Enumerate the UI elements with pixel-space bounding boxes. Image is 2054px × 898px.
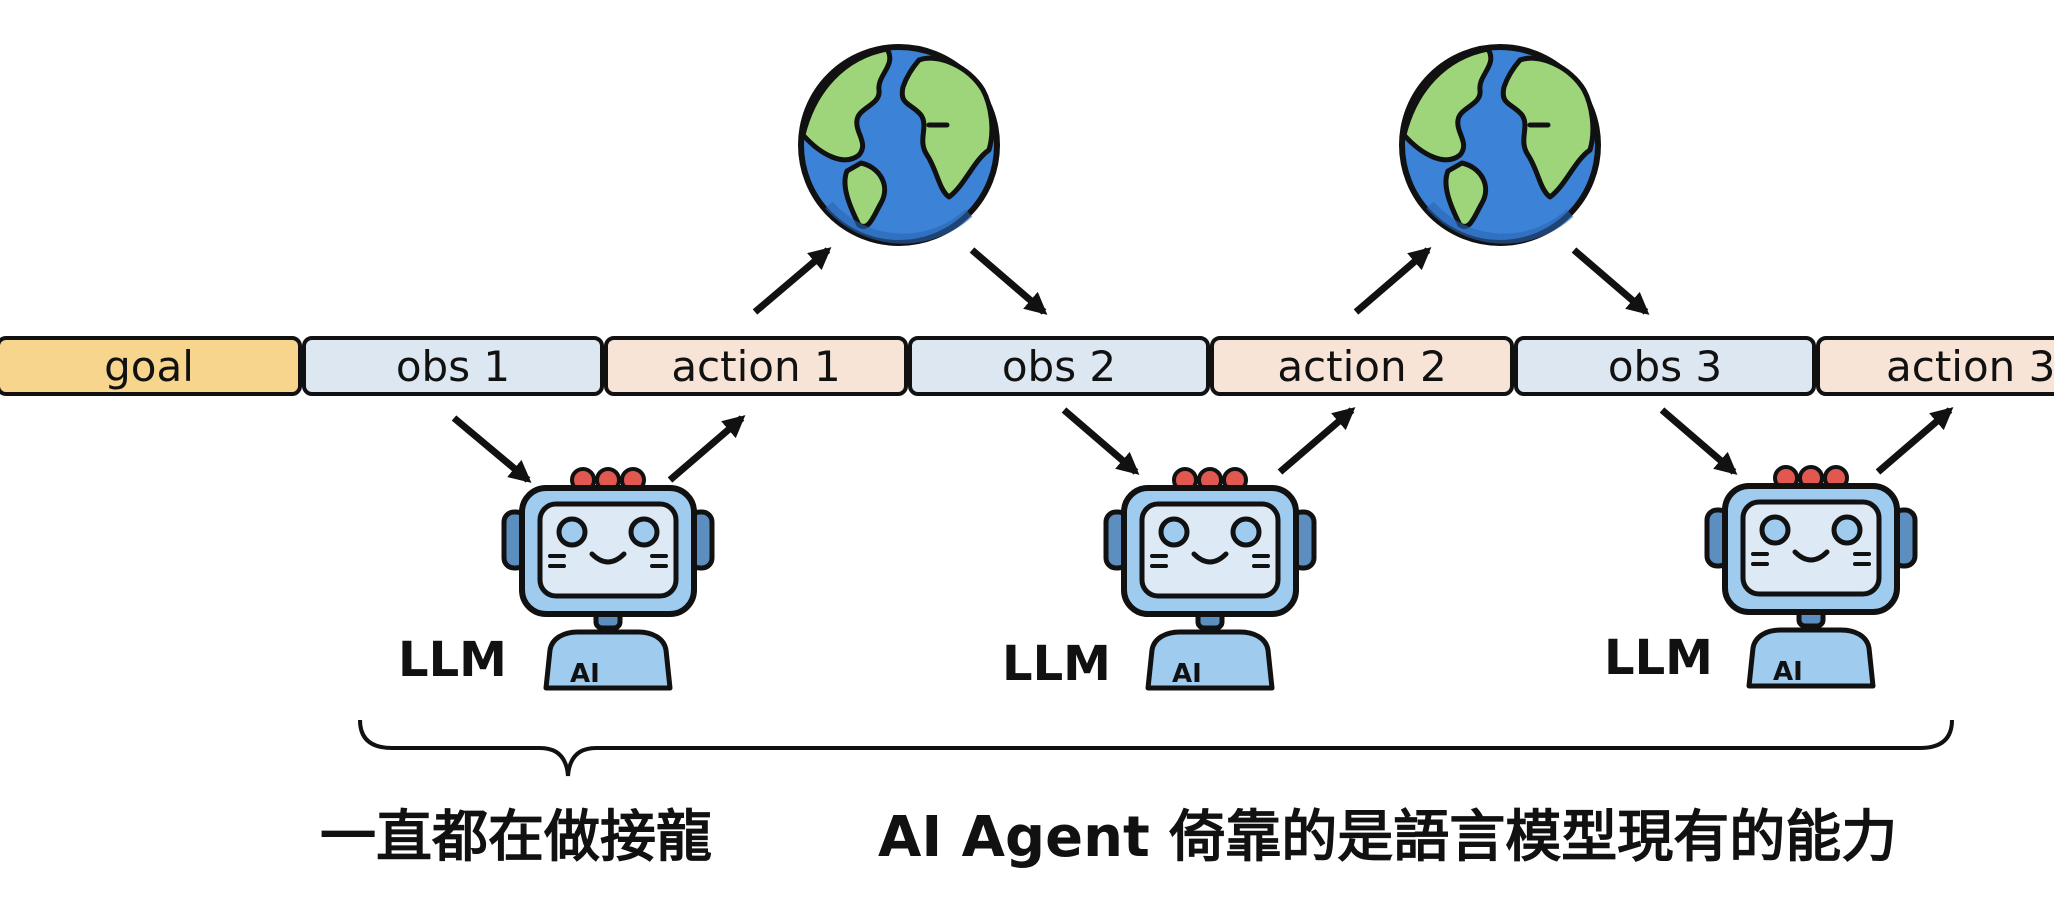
sequence-box-action-1: action 1 — [604, 336, 908, 396]
robot-badge: AI — [570, 659, 600, 689]
arrow-action1-to-world — [752, 247, 832, 315]
robot-icon — [1106, 469, 1314, 688]
arrow-obs2-to-llm — [1061, 407, 1140, 475]
arrow-llm-to-action3 — [1875, 407, 1954, 475]
sequence-box-obs-2: obs 2 — [908, 336, 1210, 396]
robot-icon — [1707, 467, 1915, 686]
sequence-box-action-2: action 2 — [1210, 336, 1514, 396]
robot-badge: AI — [1773, 657, 1803, 687]
llm-label: LLM — [1604, 630, 1713, 686]
arrow-world-to-obs2 — [969, 247, 1048, 315]
sequence-box-action-3: action 3 — [1816, 336, 2054, 396]
llm-label: LLM — [398, 632, 507, 688]
arrow-llm-to-action2 — [1277, 407, 1356, 475]
arrow-obs1-to-llm — [451, 415, 532, 483]
curly-brace — [358, 719, 1954, 777]
sequence-box-goal: goal — [0, 336, 302, 396]
arrow-world-to-obs3 — [1571, 247, 1650, 315]
globe-icon — [801, 47, 997, 243]
llm-label: LLM — [1002, 636, 1111, 692]
arrow-action2-to-world — [1353, 247, 1432, 315]
globe-icon — [1402, 47, 1598, 243]
sequence-box-obs-3: obs 3 — [1514, 336, 1816, 396]
robot-badge: AI — [1172, 659, 1202, 689]
arrow-llm-to-action1 — [667, 415, 746, 483]
sequence-box-obs-1: obs 1 — [302, 336, 604, 396]
flow-arrows — [451, 247, 1954, 483]
arrow-obs3-to-llm — [1659, 407, 1738, 475]
caption-right: AI Agent 倚靠的是語言模型現有的能力 — [878, 805, 1898, 870]
caption-left: 一直都在做接龍 — [320, 805, 712, 870]
robot-icon — [504, 469, 712, 688]
